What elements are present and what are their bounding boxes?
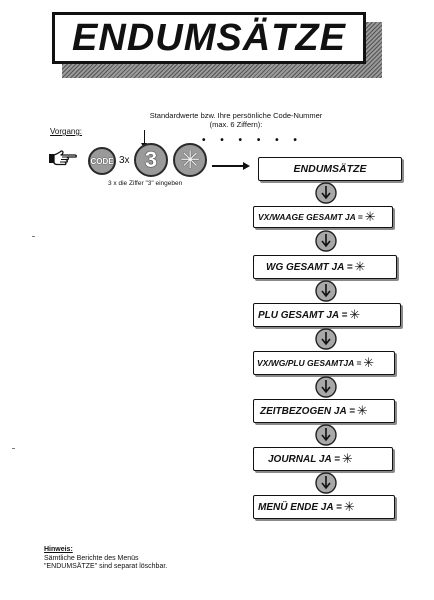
scan-speck xyxy=(12,448,15,449)
flow-step-label: WG GESAMT JA = xyxy=(266,261,353,273)
star-icon: ✳ xyxy=(343,499,355,514)
page-title: ENDUMSÄTZE xyxy=(72,16,346,59)
flow-step-journal: JOURNAL JA = ✳ xyxy=(253,447,393,471)
down-arrow-circle-icon xyxy=(315,230,337,252)
star-icon: ✳ xyxy=(349,307,361,322)
right-arrow-icon xyxy=(212,162,250,169)
hinweis-note: Hinweis: Sämtliche Berichte des Menüs "E… xyxy=(44,546,167,572)
repeat-count: 3x xyxy=(119,155,130,166)
down-arrow-circle-icon xyxy=(315,328,337,350)
down-arrow-circle-icon xyxy=(315,424,337,446)
default-values-line1: Standardwerte bzw. Ihre persönliche Code… xyxy=(149,111,323,120)
star-icon: ✳ xyxy=(341,451,353,466)
hinweis-line1: Sämtliche Berichte des Menüs xyxy=(44,554,139,562)
flow-step-label: VX/WG/PLU GESAMTJA = xyxy=(257,358,362,368)
key-caption: 3 x die Ziffer "3" eingeben xyxy=(108,180,183,187)
star-icon: ✳ xyxy=(364,209,376,224)
flow-step-label: MENÜ ENDE JA = xyxy=(258,501,342,513)
flow-step-label: VX/WAAGE GESAMT JA = xyxy=(258,212,363,222)
pointing-hand-icon xyxy=(49,150,77,166)
default-values-note: Standardwerte bzw. Ihre persönliche Code… xyxy=(126,111,346,129)
default-values-line2: (max. 6 Ziffern): xyxy=(209,120,263,129)
flow-step-label: PLU GESAMT JA = xyxy=(258,309,348,321)
scan-speck xyxy=(32,236,35,237)
star-icon: ✳ xyxy=(354,259,366,274)
digit-3-key[interactable]: 3 xyxy=(134,143,168,177)
hinweis-line2: "ENDUMSÄTZE" sind separat löschbar. xyxy=(44,563,168,570)
flow-step-zeitbezogen: ZEITBEZOGEN JA = ✳ xyxy=(253,399,395,423)
code-key[interactable]: CODE xyxy=(88,147,116,175)
title-banner: ENDUMSÄTZE xyxy=(52,12,366,64)
note-pointer-arrow xyxy=(141,130,147,148)
star-icon: ✳ xyxy=(356,403,368,418)
code-digit-dots: • • • • • • xyxy=(202,135,303,146)
flow-step-label: ZEITBEZOGEN JA = xyxy=(260,405,355,417)
flow-step-vx-wg-plu: VX/WG/PLU GESAMTJA = ✳ xyxy=(253,351,395,375)
vorgang-label: Vorgang: xyxy=(50,127,83,136)
down-arrow-circle-icon xyxy=(315,376,337,398)
hinweis-title: Hinweis: xyxy=(44,546,73,553)
down-arrow-circle-icon xyxy=(315,472,337,494)
star-icon: ✳ xyxy=(363,355,375,370)
flow-step-plu-gesamt: PLU GESAMT JA = ✳ xyxy=(253,303,401,327)
flow-step-label: JOURNAL JA = xyxy=(268,453,340,465)
flow-step-menue-ende: MENÜ ENDE JA = ✳ xyxy=(253,495,395,519)
flow-step-label: ENDUMSÄTZE xyxy=(293,163,367,175)
down-arrow-circle-icon xyxy=(315,182,337,204)
down-arrow-circle-icon xyxy=(315,280,337,302)
star-key[interactable]: ✳ xyxy=(173,143,207,177)
flow-step-wg-gesamt: WG GESAMT JA = ✳ xyxy=(253,255,397,279)
flow-step-vx-waage: VX/WAAGE GESAMT JA = ✳ xyxy=(253,206,393,228)
flow-step-endumsaetze: ENDUMSÄTZE xyxy=(258,157,402,181)
